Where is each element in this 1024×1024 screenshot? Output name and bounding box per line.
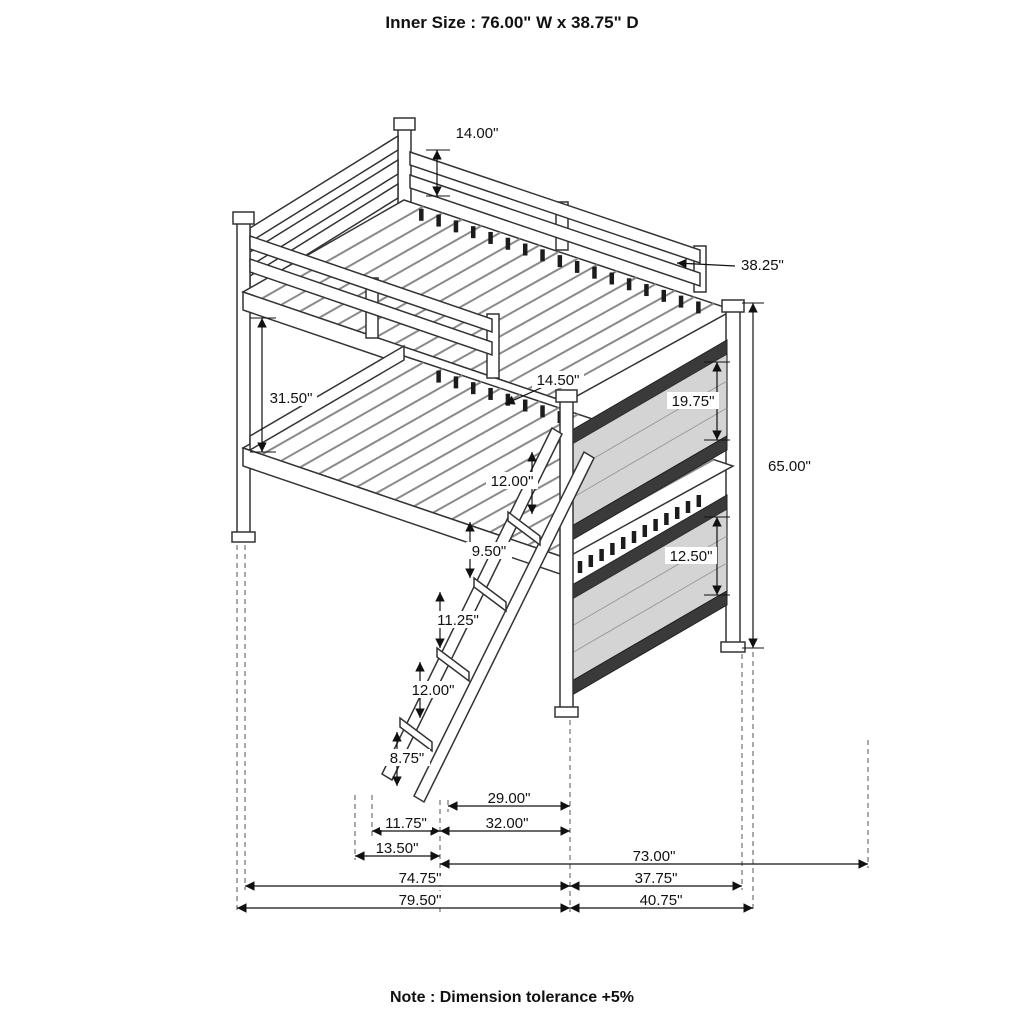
- dim-footboard-lower-panel: 12.50": [665, 516, 730, 596]
- foot-near-post: [554, 389, 579, 718]
- ladder-step: [399, 716, 433, 753]
- dim-label: 29.00": [488, 790, 531, 807]
- dim-headboard-top-section: 14.00": [426, 124, 503, 197]
- top-bunk-slat-ends: [419, 208, 701, 314]
- dim-label: 65.00": [768, 458, 811, 475]
- dim-label: 40.75": [640, 892, 683, 909]
- dim-label: 8.75": [390, 750, 425, 767]
- dim-frame-depth: 37.75": [570, 869, 742, 891]
- dim-label: 11.25": [437, 612, 479, 629]
- ladder-step: [507, 510, 541, 547]
- bottom-bunk-foot-slat-ends: [577, 495, 702, 573]
- dim-ladder-step-2: 9.50": [465, 522, 512, 578]
- dim-ladder-base: 13.50": [355, 839, 440, 861]
- dim-bunk-gap-height: 31.50": [250, 317, 317, 453]
- dim-label: 19.75": [672, 393, 715, 410]
- headboard: [249, 134, 399, 292]
- dim-frame-length: 73.00": [440, 847, 868, 869]
- dim-guard-rail-height: 14.50": [504, 371, 584, 405]
- near-guard-rail: [249, 234, 500, 379]
- dim-label: 73.00": [633, 848, 676, 865]
- dim-ladder-span: 32.00": [440, 814, 570, 836]
- ladder-step: [473, 576, 507, 613]
- dim-label: 79.50": [399, 892, 442, 909]
- dim-label: 74.75": [399, 870, 442, 887]
- dim-label: 38.25": [741, 257, 784, 274]
- dim-label: 14.00": [456, 125, 499, 142]
- dim-overall-length: 79.50": [237, 891, 570, 913]
- far-guard-rail: [409, 150, 707, 293]
- ladder-step: [436, 646, 470, 683]
- dim-length-with-ladder: 74.75": [245, 869, 570, 891]
- inner-size-title: Inner Size : 76.00" W x 38.75" D: [385, 13, 639, 32]
- dim-overall-depth: 40.75": [570, 891, 753, 913]
- tolerance-note: Note : Dimension tolerance +5%: [389, 989, 635, 1006]
- dim-label: 14.50": [537, 372, 580, 389]
- dim-ladder-step-4: 12.00": [407, 662, 459, 718]
- dim-ladder-foot-depth: 11.75": [372, 814, 440, 836]
- extension-lines: [236, 545, 869, 912]
- dim-label: 13.50": [376, 840, 419, 857]
- dim-label: 37.75": [635, 870, 678, 887]
- dim-ladder-reach: 29.00": [448, 789, 570, 811]
- dim-label: 12.00": [491, 473, 534, 490]
- dim-label: 32.00": [486, 815, 529, 832]
- dim-ladder-step-1: 12.00": [486, 452, 538, 514]
- dim-footboard-upper-panel: 19.75": [667, 361, 730, 441]
- dim-label: 11.75": [385, 815, 427, 832]
- dim-label: 12.50": [670, 548, 713, 565]
- foot-far-post: [720, 299, 746, 653]
- dim-label: 12.00": [412, 682, 455, 699]
- dim-overall-height: 65.00": [742, 302, 811, 649]
- dim-top-bunk-depth: 38.25": [676, 257, 784, 274]
- dim-ladder-step-5: 8.75": [384, 732, 430, 786]
- dim-ladder-step-3: 11.25": [432, 592, 484, 648]
- dim-label: 31.50": [270, 390, 313, 407]
- dim-label: 9.50": [472, 543, 507, 560]
